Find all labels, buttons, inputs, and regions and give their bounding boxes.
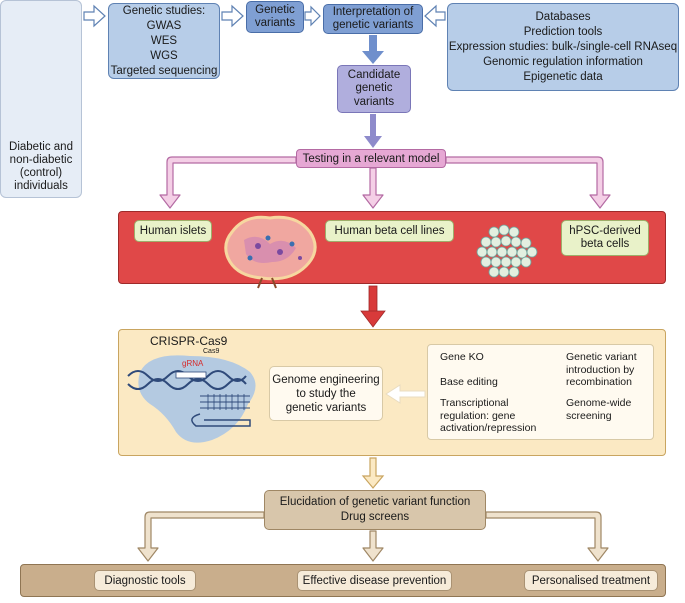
candidate-variants-box: Candidate genetic variants — [337, 65, 411, 113]
islet-tissue-icon — [224, 215, 317, 289]
individuals-panel: Diabetic and non-diabetic (control) indi… — [0, 0, 82, 198]
method-gene-ko: Gene KO — [440, 351, 484, 364]
method-base-editing: Base editing — [440, 376, 498, 389]
hpsc-line-2: beta cells — [580, 238, 630, 250]
hpsc-line-1: hPSC-derived — [569, 225, 641, 237]
recombination-line-3: recombination — [566, 376, 632, 388]
cas9-complex-icon — [127, 355, 256, 443]
study-wgs: WGS — [150, 49, 178, 62]
elucidation-line-1: Elucidation of genetic variant function — [279, 496, 471, 508]
individuals-line-3: (control) — [19, 167, 63, 179]
study-targeted: Targeted sequencing — [110, 64, 218, 77]
candidate-line-1: Candidate — [347, 68, 401, 81]
engineering-line-1: Genome engineering — [272, 373, 380, 386]
engineering-line-2: to study the — [296, 387, 356, 400]
pink-branch-arrows — [159, 156, 611, 209]
db-line-3: Expression studies: bulk-/single-cell RN… — [448, 40, 678, 53]
personalised-treatment-label: Personalised treatment — [531, 574, 651, 587]
genetic-variants-line-2: variants — [254, 17, 296, 29]
tan-branch-arrows — [137, 511, 609, 562]
arrow-interpretation-to-candidate — [362, 35, 384, 64]
arrow-crispr-to-elucidation — [361, 457, 385, 489]
recombination-line-2: introduction by — [566, 363, 635, 376]
interpretation-line-2: genetic variants — [332, 19, 414, 31]
db-line-5: Epigenetic data — [523, 70, 603, 83]
individuals-line-4: individuals — [14, 180, 68, 192]
crispr-title: CRISPR-Cas9 — [150, 334, 228, 348]
human-islets-tag: Human islets — [134, 220, 212, 242]
method-transcriptional: Transcriptional regulation: gene activat… — [440, 397, 550, 435]
interpretation-box: Interpretation of genetic variants — [323, 4, 423, 34]
individuals-line-1: Diabetic and — [9, 141, 73, 153]
recombination-line-1: Genetic variant — [566, 351, 637, 363]
candidate-line-2: genetic — [355, 82, 393, 95]
diagnostic-tools-box: Diagnostic tools — [94, 570, 196, 591]
db-line-2: Prediction tools — [523, 25, 603, 38]
personalised-treatment-box: Personalised treatment — [524, 570, 658, 591]
genetic-studies-box: Genetic studies: GWAS WES WGS Targeted s… — [108, 3, 220, 79]
diagnostic-tools-label: Diagnostic tools — [104, 574, 186, 587]
method-screening: Genome-wide screening — [566, 397, 646, 422]
study-wes: WES — [150, 34, 178, 47]
elucidation-line-2: Drug screens — [340, 511, 410, 523]
transcriptional-line-1: Transcriptional — [440, 397, 509, 409]
individuals-line-2: non-diabetic — [9, 154, 73, 166]
transcriptional-line-2: regulation: gene — [440, 409, 516, 422]
screening-line-1: Genome-wide — [566, 397, 632, 409]
study-gwas: GWAS — [146, 19, 182, 32]
engineering-line-3: genetic variants — [285, 401, 367, 414]
method-base-editing-label: Base editing — [440, 376, 498, 388]
grna-label: gRNA — [182, 359, 204, 368]
method-gene-ko-label: Gene KO — [440, 351, 484, 363]
genetic-variants-box: Genetic variants — [246, 1, 304, 33]
arrow-variants-to-interpretation — [304, 5, 321, 27]
arrow-models-to-crispr — [360, 285, 386, 328]
genetic-studies-title: Genetic studies: — [122, 4, 206, 17]
method-recombination: Genetic variant introduction by recombin… — [566, 351, 646, 389]
hpsc-beta-cells-tag: hPSC-derived beta cells — [561, 220, 649, 256]
db-line-1: Databases — [535, 10, 591, 23]
genome-engineering-box: Genome engineering to study the genetic … — [269, 366, 383, 421]
elucidation-box: Elucidation of genetic variant function … — [264, 490, 486, 530]
arrow-methods-to-engineering — [385, 384, 426, 404]
human-islets-label: Human islets — [139, 224, 207, 237]
cas9-label: Cas9 — [203, 348, 220, 355]
cell-cluster-icon — [476, 224, 538, 278]
arrow-studies-to-variants — [221, 4, 244, 28]
interpretation-line-1: Interpretation of — [332, 6, 414, 18]
arrow-candidate-to-testing — [364, 114, 382, 148]
screening-line-2: screening — [566, 409, 612, 422]
databases-box: Databases Prediction tools Expression st… — [447, 3, 679, 91]
beta-cell-lines-label: Human beta cell lines — [334, 224, 445, 237]
testing-box: Testing in a relevant model — [296, 149, 446, 168]
arrow-databases-to-interpretation — [424, 4, 446, 28]
db-line-4: Genomic regulation information — [483, 55, 643, 68]
beta-cell-lines-tag: Human beta cell lines — [325, 220, 454, 242]
candidate-line-3: variants — [353, 95, 395, 108]
methods-box — [427, 344, 654, 440]
testing-label: Testing in a relevant model — [302, 152, 440, 165]
disease-prevention-box: Effective disease prevention — [297, 570, 452, 591]
genetic-variants-line-1: Genetic — [255, 4, 295, 16]
transcriptional-line-3: activation/repression — [440, 422, 537, 434]
disease-prevention-label: Effective disease prevention — [302, 574, 447, 587]
arrow-people-to-studies — [83, 4, 106, 28]
